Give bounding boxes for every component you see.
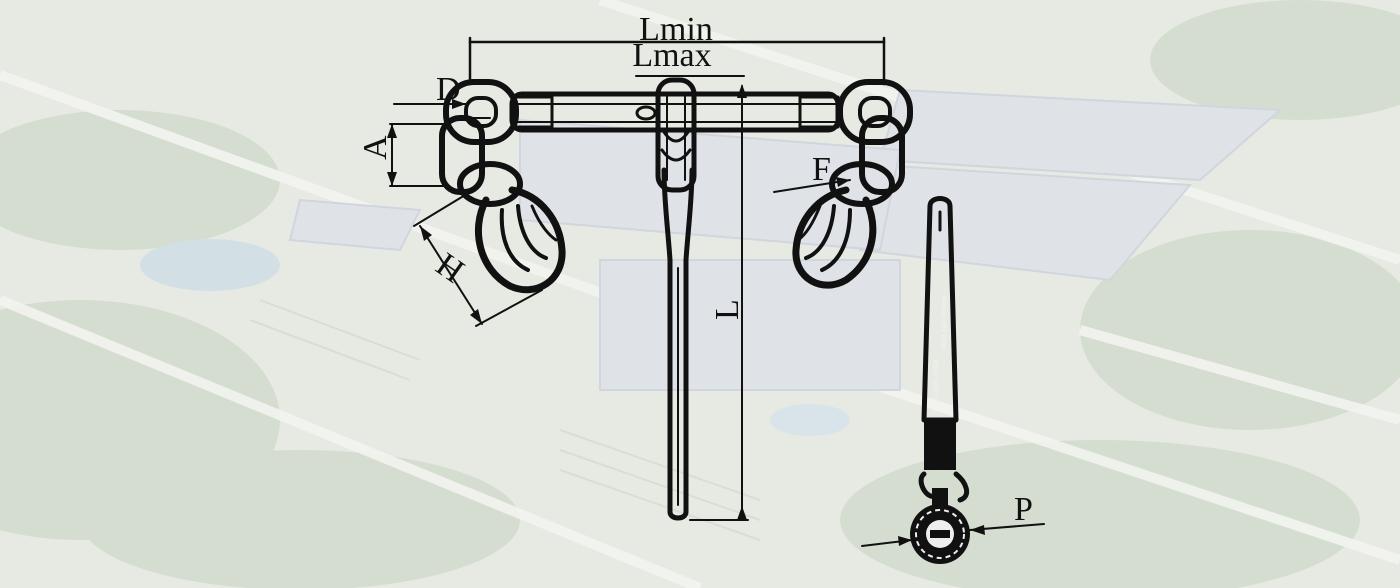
pond-2	[770, 404, 850, 436]
l-dimension: L	[689, 84, 749, 521]
a-dimension: A	[357, 123, 449, 187]
f-label: F	[812, 151, 831, 188]
buildings	[288, 88, 1283, 391]
d-dimension: D	[393, 71, 491, 119]
right-chain-and-hook	[792, 79, 913, 289]
h-dimension: H	[413, 185, 543, 327]
left-chain-and-hook	[439, 79, 566, 294]
f-dimension: F	[773, 151, 851, 193]
p-label: P	[1014, 491, 1033, 528]
lmax-label: Lmax	[632, 37, 711, 74]
ratchet-handle-front	[655, 77, 697, 521]
handle-side-view: Nicht zum Heben DD LCmax 50kN	[910, 196, 970, 564]
l-label: L	[709, 299, 746, 320]
lmax-dimension: Lmax	[632, 37, 745, 77]
binder-barrel	[509, 91, 841, 133]
handle-marking-1: Nicht zum Heben	[941, 296, 948, 350]
p-dimension: P	[861, 491, 1045, 547]
lmin-label: Lmin	[639, 11, 713, 48]
lmin-dimension: Lmin	[468, 11, 886, 86]
h-label: H	[429, 246, 470, 290]
parking	[249, 299, 761, 541]
pond	[140, 239, 280, 291]
d-label: D	[436, 71, 461, 108]
a-label: A	[357, 135, 394, 160]
handle-marking-2: DD LCmax 50kN	[933, 359, 940, 412]
